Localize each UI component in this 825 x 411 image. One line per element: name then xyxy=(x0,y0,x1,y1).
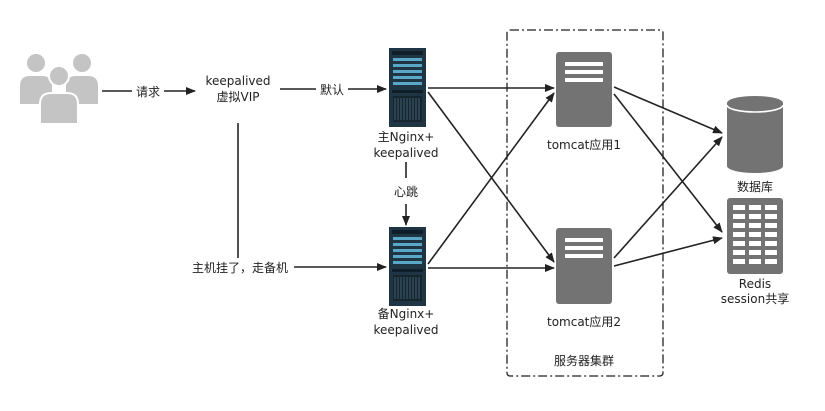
redis-label-line1: Redis xyxy=(739,277,771,291)
tomcat2-server-icon xyxy=(556,228,612,304)
master-label-line2: keepalived xyxy=(373,146,438,160)
users-icon xyxy=(20,54,98,125)
master-to-tomcat2-arrow xyxy=(427,91,555,263)
connectors xyxy=(102,84,723,272)
tomcat2-to-db-arrow xyxy=(613,136,723,259)
backup-label-line2: keepalived xyxy=(373,323,438,337)
heartbeat-label: 心跳 xyxy=(394,185,418,199)
vip-label-line2: 虚拟VIP xyxy=(217,90,260,104)
database-label: 数据库 xyxy=(737,179,773,194)
redis-label-line2: session共享 xyxy=(721,291,789,306)
master-label-line1: 主Nginx+ xyxy=(378,130,435,144)
request-label: 请求 xyxy=(136,85,160,99)
vip-label-line1: keepalived xyxy=(205,74,270,88)
backup-label-line1: 备Nginx+ xyxy=(378,307,435,321)
master-nginx-server-icon xyxy=(389,48,426,127)
backup-nginx-server-icon xyxy=(389,227,426,306)
redis-icon xyxy=(727,198,783,274)
default-label: 默认 xyxy=(320,82,344,97)
cluster-label: 服务器集群 xyxy=(554,353,614,368)
tomcat1-label: tomcat应用1 xyxy=(547,137,621,152)
tomcat1-server-icon xyxy=(556,52,612,127)
tomcat2-to-redis-arrow xyxy=(613,236,723,267)
failover-label: 主机挂了，走备机 xyxy=(192,261,288,275)
database-icon xyxy=(726,96,784,173)
tomcat1-to-db-arrow xyxy=(613,86,723,134)
tomcat2-label: tomcat应用2 xyxy=(547,314,621,329)
backup-to-tomcat1-arrow xyxy=(427,92,555,265)
tomcat1-to-redis-arrow xyxy=(613,93,723,233)
